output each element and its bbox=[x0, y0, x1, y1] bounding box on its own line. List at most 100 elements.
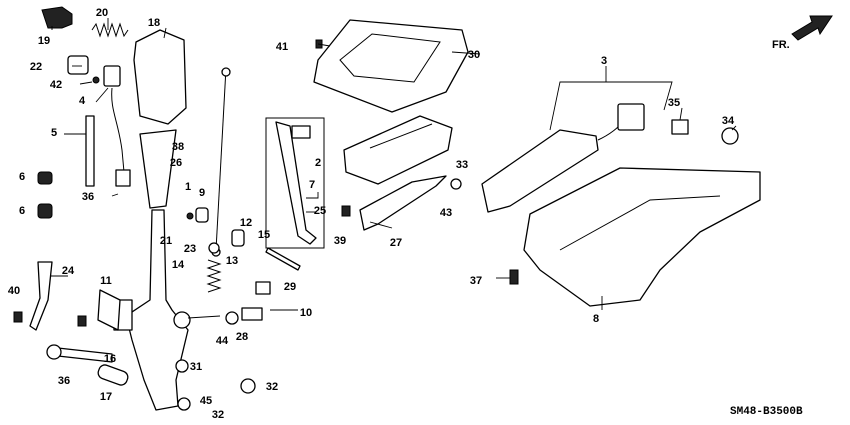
callout-number: 7 bbox=[309, 179, 315, 191]
switch-wire bbox=[111, 87, 125, 173]
lever-shaft-part bbox=[187, 315, 221, 319]
group-26-box bbox=[265, 117, 325, 249]
callout-number: 15 bbox=[258, 229, 270, 241]
shift-knob-part bbox=[133, 29, 187, 125]
switch-part bbox=[103, 65, 121, 87]
callout-number: 1 bbox=[185, 181, 191, 193]
callout-number: 18 bbox=[148, 17, 160, 29]
callout-number: 8 bbox=[593, 313, 599, 325]
indicator-panel-part bbox=[343, 115, 453, 185]
callout-number: 16 bbox=[104, 353, 116, 365]
callout-number: 38 bbox=[172, 141, 184, 153]
callout-number: 3 bbox=[601, 55, 607, 67]
bushing-lower-part bbox=[37, 203, 53, 219]
callout-number: 42 bbox=[50, 79, 62, 91]
stopper-collar-part bbox=[231, 229, 245, 247]
callout-number: 36 bbox=[82, 191, 94, 203]
washer-nut-part bbox=[177, 397, 191, 411]
control-rod-part bbox=[215, 67, 227, 251]
harness-clip-part bbox=[671, 119, 689, 135]
console-garnish-part bbox=[313, 19, 469, 113]
leader-lines bbox=[50, 18, 737, 311]
callout-number: 43 bbox=[440, 207, 452, 219]
pivot-bushing-part bbox=[173, 311, 191, 329]
collar-washer-part bbox=[450, 178, 462, 190]
collar-part bbox=[97, 364, 129, 386]
diagram-code: SM48-B3500B bbox=[730, 406, 803, 418]
bracket-bolt-part bbox=[13, 311, 23, 323]
bushing-upper-part bbox=[37, 171, 53, 185]
callout-number: 12 bbox=[240, 217, 252, 229]
callout-number: 44 bbox=[216, 335, 229, 347]
panel-screw-part bbox=[341, 205, 351, 217]
callout-number: 14 bbox=[172, 259, 185, 271]
connector-part bbox=[115, 169, 131, 187]
flange-nut-part bbox=[175, 359, 189, 373]
callout-number: 39 bbox=[334, 235, 346, 247]
shift-lever-part bbox=[125, 209, 189, 411]
callout-number: 32 bbox=[266, 381, 278, 393]
return-spring-part bbox=[206, 259, 222, 293]
callout-number: 19 bbox=[38, 35, 50, 47]
callout-number: 33 bbox=[456, 159, 468, 171]
callout-number: 35 bbox=[668, 97, 680, 109]
callout-number: 5 bbox=[51, 127, 57, 139]
callout-number: 10 bbox=[300, 307, 312, 319]
callout-labels: 1234566789101112131415161718192021222324… bbox=[8, 7, 735, 421]
stop-clip-part bbox=[255, 281, 271, 295]
callout-number: 2 bbox=[315, 157, 321, 169]
screw-part bbox=[92, 76, 100, 84]
base-bracket-part bbox=[523, 167, 761, 307]
callout-number: 4 bbox=[79, 95, 86, 107]
callout-number: 36 bbox=[58, 375, 70, 387]
bolt-head-part bbox=[46, 344, 62, 360]
bracket-plate-part bbox=[67, 55, 89, 75]
spring-part bbox=[91, 22, 129, 38]
callout-number: 37 bbox=[470, 275, 482, 287]
washer-part bbox=[186, 212, 194, 220]
front-direction-label: FR. bbox=[772, 39, 790, 51]
callout-number: 27 bbox=[390, 237, 402, 249]
callout-number: 34 bbox=[722, 115, 735, 127]
callout-number: 30 bbox=[468, 49, 480, 61]
indicator-window bbox=[369, 123, 433, 149]
callout-number: 13 bbox=[226, 255, 238, 267]
callout-number: 28 bbox=[236, 331, 248, 343]
rod-bushing-part bbox=[195, 207, 209, 223]
rod-end-part bbox=[221, 67, 231, 77]
callout-number: 24 bbox=[62, 265, 75, 277]
bracket-mount-bolt-part bbox=[509, 269, 519, 285]
callout-number: 20 bbox=[96, 7, 108, 19]
collar-nut-part bbox=[208, 242, 220, 254]
callout-number: 9 bbox=[199, 187, 205, 199]
position-indicator-part bbox=[481, 129, 599, 213]
callout-number: 23 bbox=[184, 243, 196, 255]
callout-number: 17 bbox=[100, 391, 112, 403]
front-direction-arrow bbox=[791, 15, 833, 41]
indicator-harness-part bbox=[275, 121, 317, 245]
garnish-opening bbox=[339, 33, 441, 83]
callout-number: 11 bbox=[100, 275, 112, 287]
callout-number: 29 bbox=[284, 281, 296, 293]
callout-number: 25 bbox=[314, 205, 326, 217]
knob-end-cap-part bbox=[41, 6, 73, 29]
detent-plate-part bbox=[97, 289, 121, 331]
callout-number: 45 bbox=[200, 395, 212, 407]
bulb-socket-part bbox=[291, 125, 311, 139]
callout-number: 41 bbox=[276, 41, 288, 53]
plate-bolt-part bbox=[77, 315, 87, 327]
callout-number: 40 bbox=[8, 285, 20, 297]
bracket-rib bbox=[559, 195, 721, 251]
callout-number: 22 bbox=[30, 61, 42, 73]
callout-number: 26 bbox=[170, 157, 182, 169]
harness-connector-part bbox=[617, 103, 645, 131]
callout-number: 21 bbox=[160, 235, 172, 247]
callout-number: 31 bbox=[190, 361, 202, 373]
self-lock-nut-part bbox=[240, 378, 256, 394]
callout-number: 32 bbox=[212, 409, 224, 421]
grommet-part bbox=[721, 127, 739, 145]
indicator-lens-part bbox=[359, 175, 447, 231]
shift-rod-part bbox=[85, 115, 95, 187]
